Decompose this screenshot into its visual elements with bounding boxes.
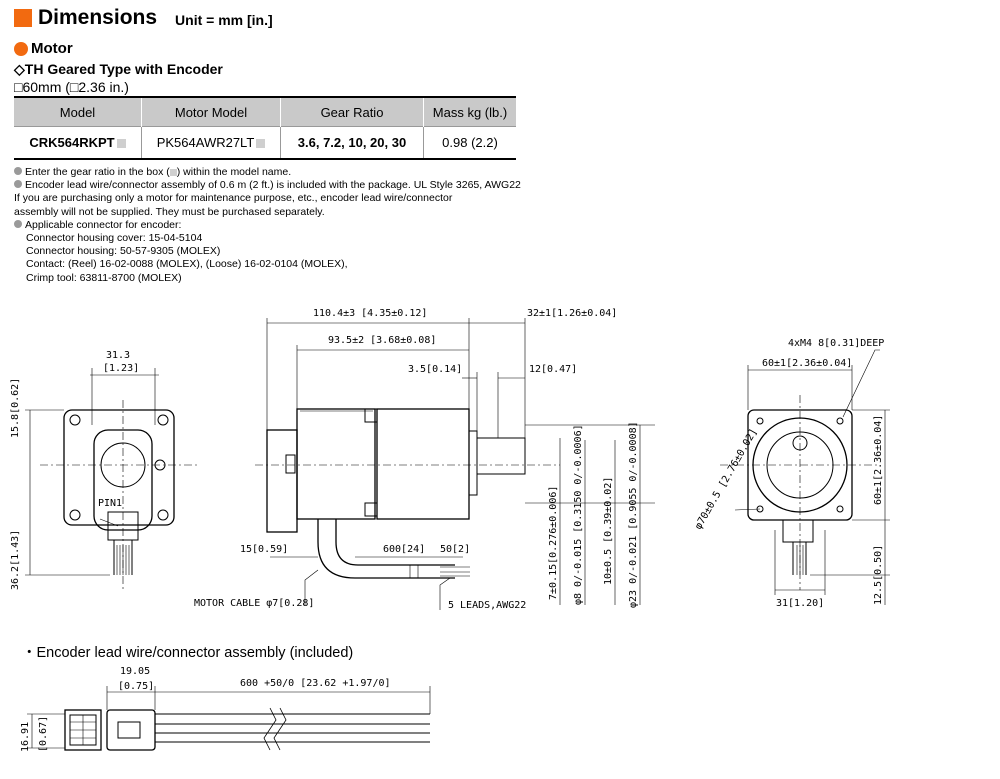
orange-dot-icon bbox=[14, 41, 28, 56]
enc-h: 16.91 bbox=[20, 722, 31, 752]
notes: Enter the gear ratio in the box () withi… bbox=[14, 166, 521, 285]
dim-pin-width: 31[1.20] bbox=[776, 598, 824, 609]
note-5: Applicable connector for encoder: bbox=[14, 219, 521, 232]
col-mass: Mass kg (lb.) bbox=[423, 96, 516, 127]
table-row: CRK564RKPT PK564AWR27LT 3.6, 7.2, 10, 20… bbox=[14, 126, 516, 160]
note-6: Connector housing cover: 15-04-5104 bbox=[26, 232, 203, 245]
gear-ratio-box-icon bbox=[256, 139, 266, 149]
dim-key: 12[0.47] bbox=[529, 364, 577, 375]
col-motor-model: Motor Model bbox=[141, 96, 281, 127]
side-view bbox=[255, 318, 655, 610]
col-model: Model bbox=[14, 96, 142, 127]
dim-cable-len: 600[24] bbox=[383, 544, 425, 555]
dim-rear-h2: 36.2[1.43] bbox=[10, 530, 21, 590]
note-3: If you are purchasing only a motor for m… bbox=[14, 192, 453, 205]
note-9: Crimp tool: 63811-8700 (MOLEX) bbox=[26, 271, 182, 284]
dim-pcd: φ70±0.5 [2.76±0.02] bbox=[693, 427, 760, 532]
enc-d1: 19.05 bbox=[120, 666, 150, 677]
bullet-icon bbox=[14, 219, 22, 228]
dim-rear-width: 31.3 bbox=[106, 350, 130, 361]
dimensions-header: Dimensions Unit = mm [in.] bbox=[14, 6, 273, 30]
box-icon bbox=[169, 168, 177, 176]
pin1-label: PIN1 bbox=[98, 498, 122, 509]
bullet-icon bbox=[14, 180, 22, 189]
note-7: Connector housing: 50-57-9305 (MOLEX) bbox=[26, 245, 221, 258]
encoder-title: ・Encoder lead wire/connector assembly (i… bbox=[22, 645, 354, 661]
rear-view bbox=[25, 368, 200, 590]
enc-d2: 600 +50/0 [23.62 +1.97/0] bbox=[240, 678, 391, 689]
enc-h-in: [0.67] bbox=[38, 716, 49, 752]
cell-motor-model: PK564AWR27LT bbox=[141, 126, 281, 160]
motor-cable-label: MOTOR CABLE φ7[0.28] bbox=[194, 598, 314, 609]
table-header-row: Model Motor Model Gear Ratio Mass kg (lb… bbox=[14, 96, 516, 127]
motor-title: Motor bbox=[31, 40, 73, 57]
dim-pin-height: 12.5[0.50] bbox=[873, 545, 884, 605]
dim-body: 93.5±2 [3.68±0.08] bbox=[328, 335, 436, 346]
unit-label: Unit = mm [in.] bbox=[175, 12, 273, 28]
dim-shaft-ext: 32±1[1.26±0.04] bbox=[527, 308, 617, 319]
dim-holes: 4xM4 8[0.31]DEEP bbox=[788, 338, 884, 349]
dim-front-width: 60±1[2.36±0.04] bbox=[762, 358, 852, 369]
spec-table: Model Motor Model Gear Ratio Mass kg (lb… bbox=[14, 96, 516, 160]
encoder-connector-drawing bbox=[27, 686, 431, 751]
dim-overall: 110.4±3 [4.35±0.12] bbox=[313, 308, 427, 319]
dim-front-height: 60±1[2.36±0.04] bbox=[873, 415, 884, 505]
dim-v3: 10±0.5 [0.39±0.02] bbox=[603, 477, 614, 585]
cell-model: CRK564RKPT bbox=[14, 126, 142, 160]
note-1: Enter the gear ratio in the box () withi… bbox=[14, 166, 521, 179]
dim-rear-h1: 15.8[0.62] bbox=[10, 378, 21, 438]
note-4: assembly will not be supplied. They must… bbox=[14, 205, 325, 218]
dim-v4: φ23 0/-0.021 [0.9055 0/-0.0008] bbox=[628, 421, 639, 608]
cell-mass: 0.98 (2.2) bbox=[423, 126, 516, 160]
leads-label: 5 LEADS,AWG22 bbox=[448, 600, 526, 611]
frame-size: □60mm (□2.36 in.) bbox=[14, 79, 129, 95]
dim-step: 3.5[0.14] bbox=[408, 364, 462, 375]
dim-rear-width-in: [1.23] bbox=[103, 363, 139, 374]
motor-heading: Motor bbox=[14, 40, 73, 57]
type-subtitle: ◇TH Geared Type with Encoder bbox=[14, 61, 223, 77]
bullet-icon bbox=[14, 167, 22, 175]
orange-square-icon bbox=[14, 9, 32, 27]
page-title: Dimensions bbox=[38, 6, 158, 29]
cell-gear-ratio: 3.6, 7.2, 10, 20, 30 bbox=[280, 126, 424, 160]
dim-v2: φ8 0/-0.015 [0.3150 0/-0.0006] bbox=[573, 424, 584, 605]
enc-d1-in: [0.75] bbox=[118, 681, 154, 692]
dim-v1: 7±0.15[0.276±0.006] bbox=[548, 486, 559, 600]
dim-cable-pos: 15[0.59] bbox=[240, 544, 288, 555]
col-gear-ratio: Gear Ratio bbox=[280, 96, 424, 127]
note-8: Contact: (Reel) 16-02-0088 (MOLEX), (Loo… bbox=[26, 258, 348, 271]
note-2: Encoder lead wire/connector assembly of … bbox=[14, 179, 521, 192]
gear-ratio-box-icon bbox=[116, 139, 126, 149]
front-view bbox=[720, 349, 890, 605]
dim-strip: 50[2] bbox=[440, 544, 470, 555]
